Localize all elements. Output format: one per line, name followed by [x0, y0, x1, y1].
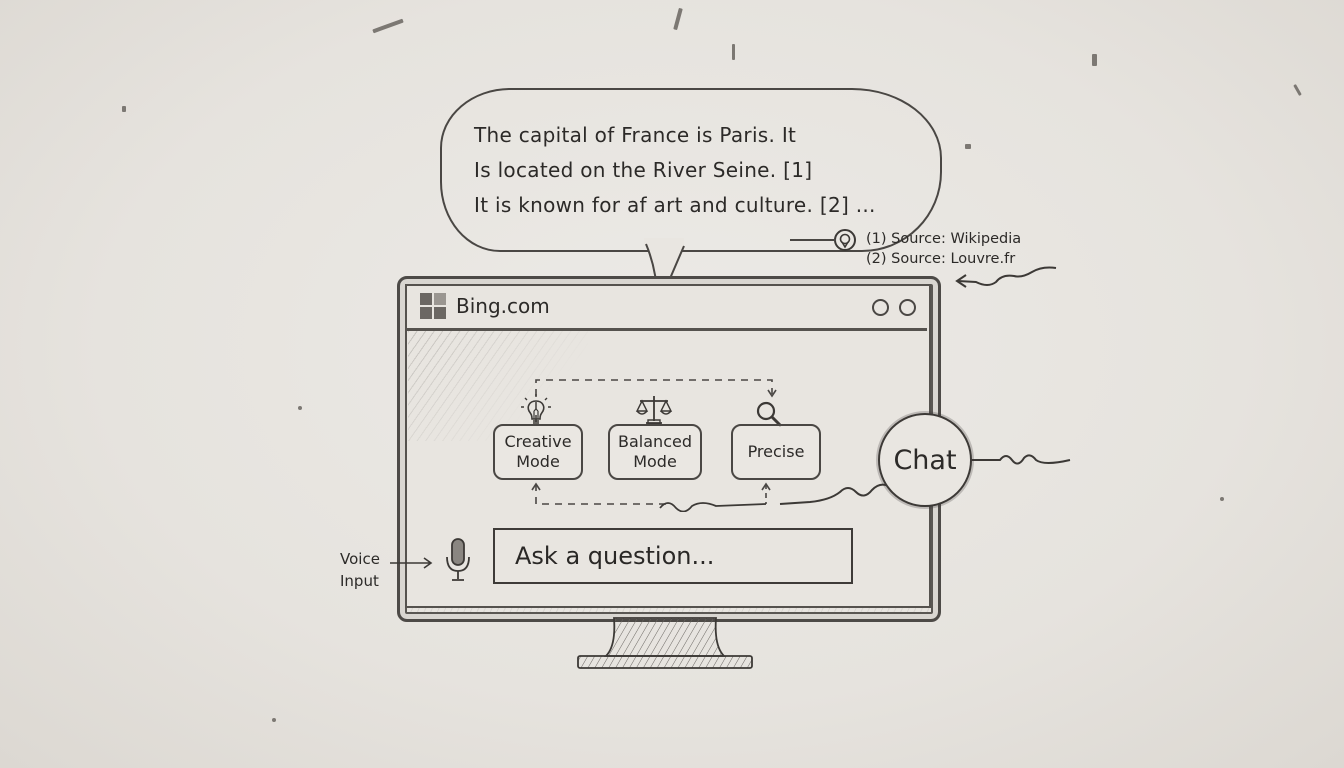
paper-speck: [372, 18, 404, 34]
source-label: Source: Louvre.fr: [891, 251, 1016, 267]
input-placeholder: Ask a question...: [515, 542, 715, 570]
paper-speck: [673, 7, 683, 31]
lightbulb-icon: [521, 394, 551, 428]
chat-label: Chat: [893, 444, 957, 476]
paper-speck: [1220, 497, 1224, 501]
voice-label-line: Voice: [340, 550, 380, 568]
paper-speck: [298, 406, 302, 410]
mode-label: Mode: [516, 452, 560, 471]
windows-logo-icon: [420, 293, 446, 319]
paper-speck: [732, 44, 735, 60]
voice-input-label: Voice Input: [340, 548, 380, 592]
response-line: It is known for af art and culture. [2] …: [474, 193, 876, 217]
browser-title: Bing.com: [456, 294, 550, 318]
response-bubble: [440, 88, 942, 252]
response-line: The capital of France is Paris. It: [474, 123, 797, 147]
precise-mode-button[interactable]: Precise: [731, 424, 821, 480]
browser-titlebar: [405, 284, 927, 331]
screen-shading: [408, 331, 588, 441]
window-circle-button-info[interactable]: [899, 299, 916, 316]
paper-speck: [122, 106, 126, 112]
source-index: (2): [866, 251, 887, 267]
source-label: Source: Wikipedia: [891, 231, 1022, 247]
scales-icon: [634, 393, 674, 427]
response-line: Is located on the River Seine. [1]: [474, 158, 813, 182]
paper-speck: [1293, 84, 1302, 96]
chat-button[interactable]: Chat: [878, 413, 972, 507]
paper-speck: [965, 144, 971, 149]
monitor-stand: [576, 616, 756, 672]
microphone-icon[interactable]: [444, 537, 472, 585]
arrow-to-sources-icon: [952, 262, 1062, 292]
response-text: The capital of France is Paris. It Is lo…: [474, 118, 934, 223]
ask-question-input[interactable]: Ask a question...: [493, 528, 853, 584]
mode-label: Balanced: [618, 432, 692, 451]
source-item[interactable]: (1) Source: Wikipedia: [866, 229, 1021, 249]
sources-list: (1) Source: Wikipedia (2) Source: Louvre…: [866, 229, 1021, 269]
source-item[interactable]: (2) Source: Louvre.fr: [866, 249, 1021, 269]
mode-flow-connector: [520, 372, 820, 512]
mode-label: Precise: [747, 442, 805, 461]
creative-mode-button[interactable]: Creative Mode: [493, 424, 583, 480]
arrow-right-icon: [388, 556, 436, 570]
window-circle-button[interactable]: [872, 299, 889, 316]
voice-label-line: Input: [340, 572, 379, 590]
paper-speck: [272, 718, 276, 722]
source-connector: [790, 238, 838, 242]
balanced-mode-button[interactable]: Balanced Mode: [608, 424, 702, 480]
mode-label: Creative: [504, 432, 572, 451]
source-index: (1): [866, 231, 887, 247]
mode-label: Mode: [633, 452, 677, 471]
paper-speck: [1092, 54, 1097, 66]
chat-connector: [770, 440, 1080, 510]
